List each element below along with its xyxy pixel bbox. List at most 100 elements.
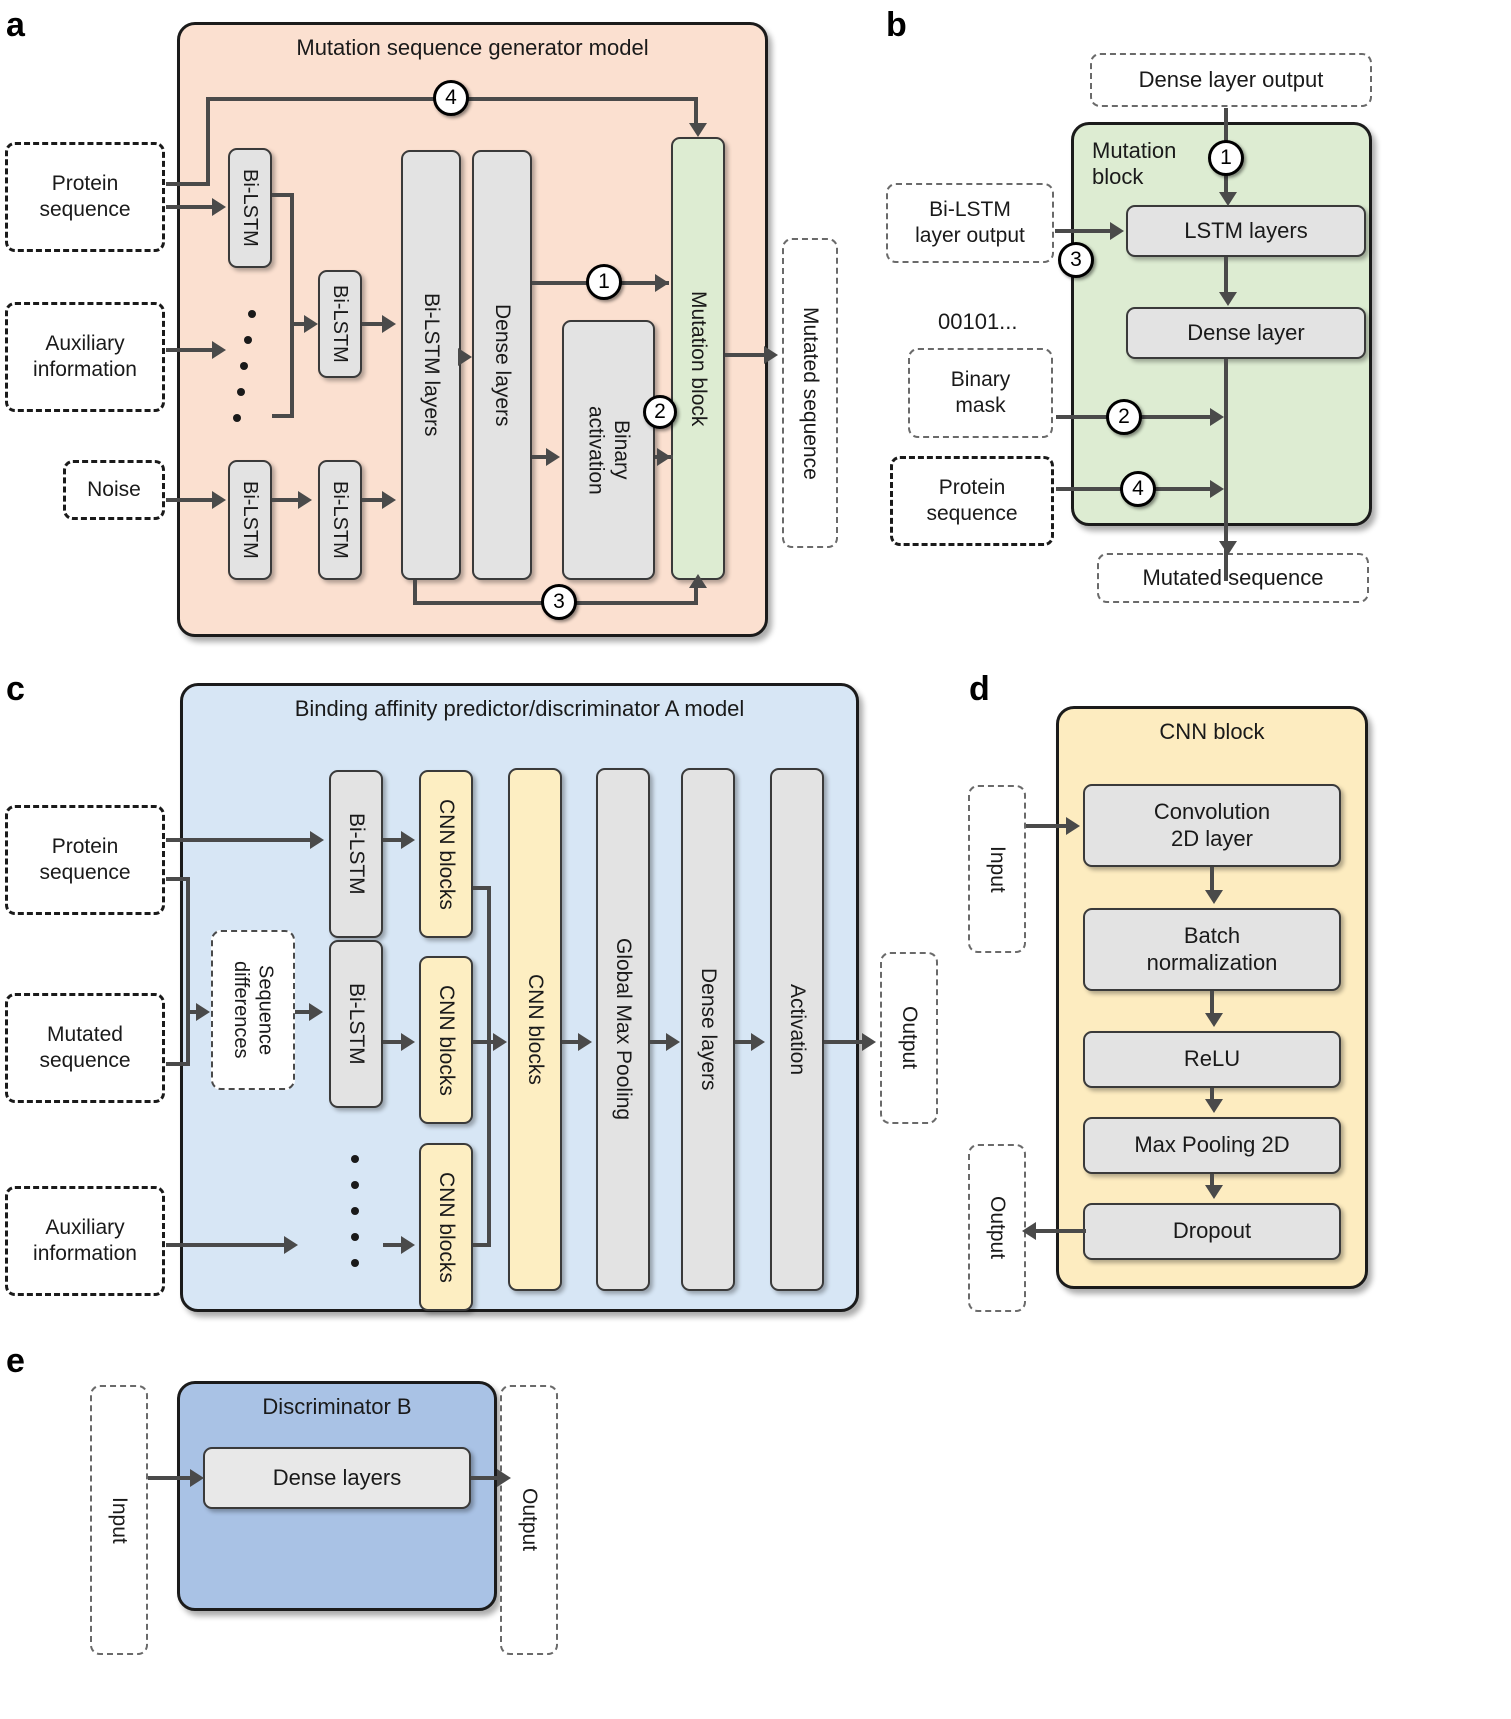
- layer-bilstm-mid-c: Bi-LSTM: [329, 940, 383, 1108]
- layer-label: Bi-LSTM: [329, 481, 352, 559]
- layer-mutation-block-a: Mutation block: [671, 137, 725, 580]
- arrowhead: [655, 274, 669, 292]
- path-marker-3-up-a: [694, 582, 698, 603]
- mutated-sequence-box-b: Mutated sequence: [1097, 553, 1369, 603]
- bracket-vertical-c: [186, 877, 190, 1066]
- discriminator-b-title: Discriminator B: [262, 1394, 412, 1419]
- arrowhead: [689, 123, 707, 137]
- arrow-dropout-to-output-d: [1032, 1229, 1086, 1233]
- arrowhead: [862, 1033, 876, 1051]
- panel-d-letter: d: [969, 670, 990, 708]
- marker-label: 2: [1118, 405, 1130, 428]
- arrowhead: [401, 831, 415, 849]
- arrowhead: [751, 1033, 765, 1051]
- arrowhead: [578, 1033, 592, 1051]
- layer-label: Bi-LSTM: [344, 983, 368, 1065]
- arrow-bilstm-top-to-cnn1-c: [383, 838, 405, 842]
- arrowhead: [298, 491, 312, 509]
- marker-label: 3: [1070, 248, 1082, 271]
- marker-label: 1: [598, 270, 610, 293]
- marker-2-b: 2: [1106, 399, 1142, 435]
- binary-mask-box-b: Binary mask: [908, 348, 1053, 438]
- stage-label: ReLU: [1183, 1046, 1241, 1072]
- layer-cnn-blocks-main-c: CNN blocks: [508, 768, 562, 1291]
- bracket-vertical-a: [290, 193, 294, 418]
- input-auxiliary-information-a: Auxiliary information: [5, 302, 165, 412]
- arrowhead: [657, 448, 671, 466]
- stage-relu-d: ReLU: [1083, 1031, 1341, 1088]
- marker-label: 1: [1220, 146, 1232, 169]
- panel-b-letter: b: [886, 6, 907, 44]
- arrowhead: [309, 1003, 323, 1021]
- cnn-block-title-d: CNN block: [1159, 719, 1265, 744]
- arrow-seqdiff-to-bilstm-c: [295, 1010, 315, 1014]
- arrowhead: [1219, 192, 1237, 206]
- layer-bilstm-bottom1-a: Bi-LSTM: [228, 460, 272, 580]
- arrowhead: [284, 1236, 298, 1254]
- bracket-cnn-vertical-c: [487, 886, 491, 1245]
- layer-label: CNN blocks: [523, 974, 547, 1085]
- arrow-maxpool-to-dropout-d: [1210, 1174, 1214, 1189]
- arrowhead: [310, 831, 324, 849]
- sequence-differences-label: Sequence differences: [230, 961, 277, 1059]
- layer-dense-layers-a: Dense layers: [472, 150, 532, 580]
- bracket-bottom-a: [272, 414, 294, 418]
- layer-cnn-blocks-1-c: CNN blocks: [419, 770, 473, 938]
- input-protein-sequence-c: Protein sequence: [5, 805, 165, 915]
- arrowhead: [401, 1236, 415, 1254]
- layer-binary-activation-a: Binary activation: [562, 320, 655, 580]
- layer-label: Mutation block: [686, 290, 710, 427]
- marker-label: 2: [654, 400, 666, 423]
- arrowhead: [1210, 480, 1224, 498]
- arrowhead: [304, 315, 318, 333]
- arrow-protein-to-bilstm-c: [166, 838, 316, 842]
- panel-e-letter: e: [6, 1342, 25, 1380]
- marker-4-b: 4: [1120, 471, 1156, 507]
- arrow-dots-to-cnn3-c: [383, 1243, 405, 1247]
- arrowhead: [190, 1469, 204, 1487]
- arrowhead: [546, 448, 560, 466]
- input-mutated-sequence-c: Mutated sequence: [5, 993, 165, 1103]
- path-marker-4-down-a: [694, 97, 698, 125]
- layer-label: Activation: [785, 983, 809, 1076]
- marker-2-a: 2: [643, 395, 677, 429]
- path-marker-3-vert-a: [413, 580, 417, 604]
- protein-sequence-box-b: Protein sequence: [890, 456, 1054, 546]
- dense-layer-output-box-b: Dense layer output: [1090, 53, 1372, 107]
- marker-3-b: 3: [1058, 242, 1094, 278]
- arrow-dense-to-binary-a: [532, 455, 552, 459]
- generator-model-title: Mutation sequence generator model: [296, 35, 649, 60]
- layer-label: Binary activation: [584, 405, 634, 495]
- output-label: Output: [985, 1196, 1009, 1260]
- arrow-noise-to-bilstm-a: [166, 498, 214, 502]
- arrowhead: [666, 1033, 680, 1051]
- output-label: Mutated sequence: [798, 306, 822, 480]
- arrowhead: [689, 574, 707, 588]
- ellipsis-dots-c: [349, 1155, 361, 1267]
- layer-global-max-pooling-c: Global Max Pooling: [596, 768, 650, 1291]
- arrow-cnnmain-to-gmp-c: [562, 1040, 584, 1044]
- layer-label: Bi-LSTM: [239, 169, 262, 247]
- stage-convolution-2d-d: Convolution 2D layer: [1083, 784, 1341, 867]
- stage-batch-normalization-d: Batch normalization: [1083, 908, 1341, 991]
- layer-bilstm-mid-a: Bi-LSTM: [318, 270, 362, 378]
- arrowhead: [212, 341, 226, 359]
- arrow-dense-to-output-e: [471, 1476, 505, 1480]
- arrow-bracket-to-seqdiff-c: [186, 1010, 200, 1014]
- arrowhead: [196, 1003, 210, 1021]
- arrowhead: [497, 1469, 511, 1487]
- input-noise-a: Noise: [63, 460, 165, 520]
- sequence-differences-box-c: Sequence differences: [211, 930, 295, 1090]
- bilstm-layer-output-box-b: Bi-LSTM layer output: [886, 183, 1054, 263]
- arrow-relu-to-maxpool-d: [1210, 1088, 1214, 1103]
- marker-1-a: 1: [586, 264, 622, 300]
- stage-label: Batch normalization: [1146, 922, 1278, 975]
- layer-label: Bi-LSTM layers: [419, 293, 443, 437]
- arrow-mutation-to-output-a: [725, 353, 767, 357]
- stage-max-pooling-2d-d: Max Pooling 2D: [1083, 1117, 1341, 1174]
- layer-label: Dense layers: [272, 1464, 402, 1490]
- panel-a-letter: a: [6, 6, 25, 44]
- arrow-conv-to-bn-d: [1210, 867, 1214, 894]
- layer-dense-layers-e: Dense layers: [203, 1447, 471, 1509]
- arrowhead: [401, 1033, 415, 1051]
